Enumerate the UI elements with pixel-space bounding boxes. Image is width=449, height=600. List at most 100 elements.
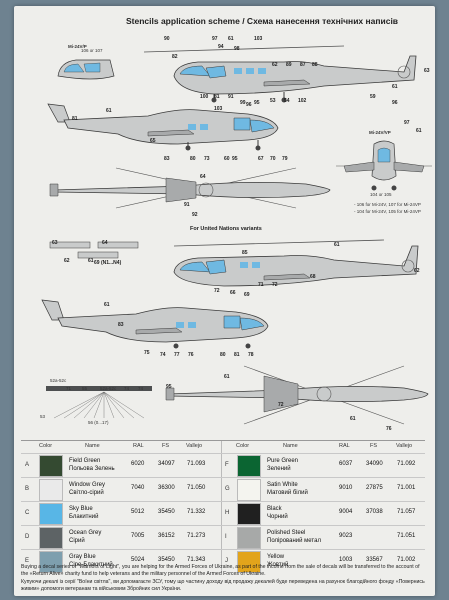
color-swatch [39,503,63,525]
stencil-number: 72 [278,402,284,408]
header-color-left: Color [39,443,53,449]
stencil-number: 78 [248,352,254,358]
helicopter-side-view-bottom [41,299,269,349]
color-name-ua: Жовтий [267,562,289,568]
stencil-number: 54 [284,98,290,104]
color-ral: 5012 [131,509,145,515]
color-fs: 27875 [366,485,383,491]
helicopter-top-view [49,167,331,209]
color-ral: 9004 [339,509,353,515]
color-name-ua: Сіро-Блакитний [69,562,113,568]
header-fs-left: FS [162,443,170,449]
color-name: Sky Blue [69,506,93,512]
stencil-number: 61 [392,84,398,90]
un-variants-label: For United Nations variants [190,226,262,232]
stencil-number: 70 [270,156,276,162]
color-fs: 35450 [158,509,175,515]
color-name: Polished Steel [267,530,306,536]
stencil-number: 87 [300,62,306,68]
rotor-label: 56 (0...17) [88,420,109,425]
color-name: Black [267,506,282,512]
stencil-number: 76 [386,426,392,432]
stencil-number: 95 [166,384,172,390]
color-ral: 9010 [339,485,353,491]
color-ral: 1003 [339,557,353,563]
part-number: 62 [64,258,70,264]
stencil-number: 72 [272,282,278,288]
color-swatch [237,551,261,573]
stencil-number: 68 [310,274,316,280]
footnote-106: - 106 for Mi-24V, 107 for Mi-24VP [354,202,421,207]
stencil-number: 89 [286,62,292,68]
stencil-number: 82 [172,54,178,60]
stencil-number: 61 [416,128,422,134]
stencil-number: 97 [212,36,218,42]
color-name: Pure Green [267,458,299,464]
part-number: 61 [88,258,94,264]
stencil-number: 61 [350,416,356,422]
color-letter: I [225,534,227,540]
stencil-number: 61 [224,374,230,380]
color-fs: 36300 [158,485,175,491]
color-letter: C [25,510,30,516]
color-vallejo: 71.273 [187,533,206,539]
color-ral: 6020 [131,461,145,467]
color-name-ua: Матовий білий [267,490,308,496]
stencil-number: 61 [334,242,340,248]
stencil-number: 103 [214,106,223,112]
instruction-sheet: Stencils application scheme / Схема нане… [14,6,435,596]
stencil-number: 92 [192,212,198,218]
stencil-number: 103 [254,36,263,42]
color-fs: 33567 [366,557,383,563]
color-vallejo: 71.343 [187,557,206,563]
color-vallejo: 71.002 [397,557,416,563]
stencil-number: 81 [214,94,220,100]
stencil-number: 61 [104,302,110,308]
stencil-number: 94 [218,44,224,50]
stencil-number: 59 [370,94,376,100]
color-fs: 35450 [158,557,175,563]
stencil-number: 97 [404,120,410,126]
color-letter: J [225,558,228,564]
footer-note-en: Buying a decal series of "Warriors of Li… [21,564,420,577]
stencil-number: 66 [230,290,236,296]
stencil-number: 77 [174,352,180,358]
stencil-number: 74 [160,352,166,358]
stencil-number: 91 [184,202,190,208]
color-letter: G [225,486,230,492]
rotor-label: 74 [138,386,144,391]
header-ral-left: RAL [133,443,144,449]
rotor-label: 52a-52c [50,378,67,383]
color-fs: 37038 [366,509,383,515]
header-vallejo-left: Vallejo [186,443,203,449]
color-name-ua: Світло-сірий [69,490,104,496]
color-swatch [39,455,63,477]
rotor-blade-detail [46,386,152,419]
stencil-number: 100 [200,94,209,100]
rotor-label: 74 [124,386,130,391]
color-name-ua: Зелений [267,466,291,472]
helicopter-side-view-second [47,103,279,151]
color-letter: A [25,462,30,468]
stencil-number: 83 [118,322,124,328]
color-fs: 36152 [158,533,175,539]
color-letter: D [25,534,30,540]
color-swatch [237,503,261,525]
rotor-label: 55 [82,386,88,391]
stencil-number: 81 [234,352,240,358]
color-letter: B [25,486,30,492]
color-fs: 34097 [158,461,175,467]
stencil-number: 96 [246,102,252,108]
table-divider [221,441,222,573]
stencil-number: 76 [188,352,194,358]
part-number: 69 (N1...N4) [94,260,122,266]
stencil-number: 71 [258,282,264,288]
color-letter: H [225,510,230,516]
stencil-number: 98 [234,46,240,52]
stencil-number: 61 [228,36,234,42]
callout-104-105: 104 or 105 [370,192,392,197]
color-name: Gray Blue [69,554,96,560]
